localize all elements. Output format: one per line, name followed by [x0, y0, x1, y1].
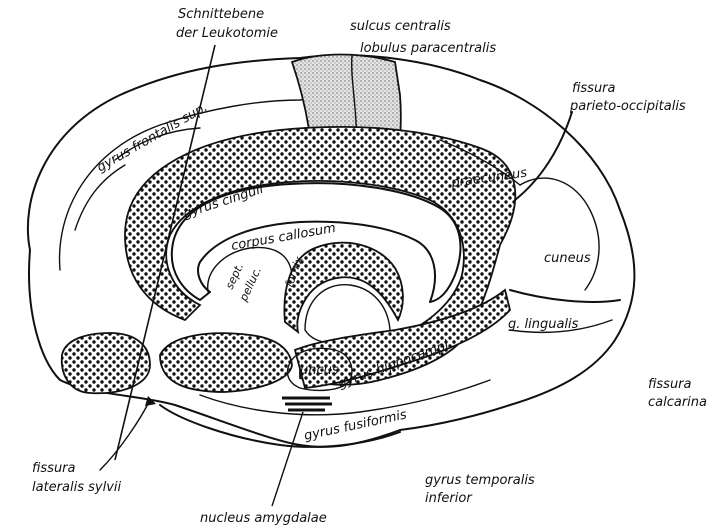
- fornix-region: [284, 243, 403, 332]
- sylvii-arrow-line: [100, 400, 150, 470]
- label-nucleus-amygdalae: nucleus amygdalae: [200, 511, 327, 526]
- label-fissura-calcarina-1: fissura: [648, 377, 692, 392]
- subcallosal-dotted-region: [160, 333, 292, 392]
- cuneus-outline: [520, 178, 599, 290]
- orbital-dotted-region: [62, 333, 150, 393]
- label-schnittebene-1: Schnittebene: [178, 7, 264, 22]
- label-gyrus-temporalis-1: gyrus temporalis: [425, 473, 535, 488]
- fissura-parieto-occipitalis-line: [515, 112, 572, 200]
- label-fissura-ls-1: fissura: [32, 461, 76, 476]
- label-fissura-ls-2: lateralis sylvii: [32, 480, 121, 495]
- label-gyrus-temporalis-2: inferior: [425, 491, 473, 506]
- label-uncus: uncus: [300, 363, 339, 378]
- nucleus-amygdalae-marks: [282, 398, 332, 410]
- label-lobulus-paracentralis: lobulus paracentralis: [360, 41, 496, 56]
- label-g-lingualis: g. lingualis: [508, 317, 579, 332]
- amygdala-leader: [272, 412, 303, 506]
- label-cuneus: cuneus: [544, 251, 591, 266]
- label-fissura-calcarina-2: calcarina: [648, 395, 707, 410]
- label-schnittebene-2: der Leukotomie: [176, 26, 278, 41]
- label-fissura-po-2: parieto-occipitalis: [569, 99, 686, 114]
- label-fissura-po-1: fissura: [572, 81, 616, 96]
- label-sulcus-centralis: sulcus centralis: [350, 19, 451, 34]
- fissura-calcarina-line: [510, 290, 620, 302]
- frontal-sulcus-2: [75, 165, 125, 230]
